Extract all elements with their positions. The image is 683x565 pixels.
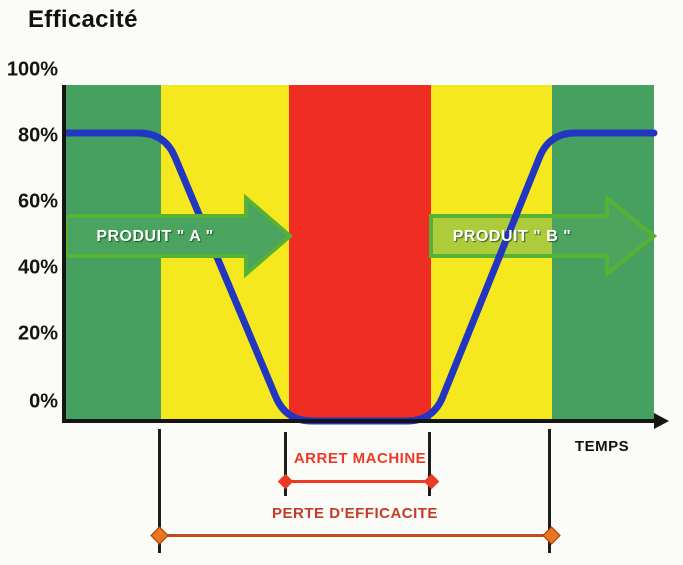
perte-left-guide-line [158, 429, 161, 553]
produit-a-arrow [64, 193, 294, 279]
curve-and-arrows-overlay [62, 129, 658, 425]
y-tick-80: 80% [17, 124, 58, 147]
zone-band [66, 85, 654, 421]
perte-efficacite-span-line [161, 534, 552, 537]
zone-green-2 [552, 85, 654, 421]
zone-yellow-2 [430, 85, 553, 421]
produit-a-label: PRODUIT " A " [96, 228, 214, 245]
perte-efficacite-label: PERTE D'EFFICACITE [272, 505, 438, 522]
arret-machine-span-line [286, 480, 432, 483]
produit-b-arrow [429, 193, 658, 279]
zone-red [288, 85, 431, 421]
y-tick-40: 40% [17, 256, 58, 279]
arret-machine-label: ARRET MACHINE [293, 450, 427, 467]
arret-right-guide-line [428, 432, 431, 496]
produit-b-label: PRODUIT " B " [452, 228, 572, 245]
arret-left-guide-line [284, 432, 287, 496]
x-axis-label: TEMPS [574, 438, 630, 455]
y-axis-labels: 100% 80% 60% 40% 20% 0% [0, 0, 58, 565]
chart-title: Efficacité [28, 6, 138, 33]
y-tick-20: 20% [17, 322, 58, 345]
y-tick-60: 60% [17, 190, 58, 213]
x-axis-arrowhead-icon [654, 413, 669, 429]
arret-left-diamond-icon [277, 473, 294, 490]
y-tick-0: 0% [29, 390, 58, 413]
y-tick-100: 100% [6, 58, 58, 81]
x-axis-line [62, 419, 656, 423]
perte-left-diamond-icon [150, 526, 169, 545]
perte-right-guide-line [548, 429, 551, 553]
y-axis-line [62, 85, 66, 423]
arret-right-diamond-icon [423, 473, 440, 490]
perte-right-diamond-icon [542, 526, 561, 545]
efficiency-curve [62, 129, 658, 425]
